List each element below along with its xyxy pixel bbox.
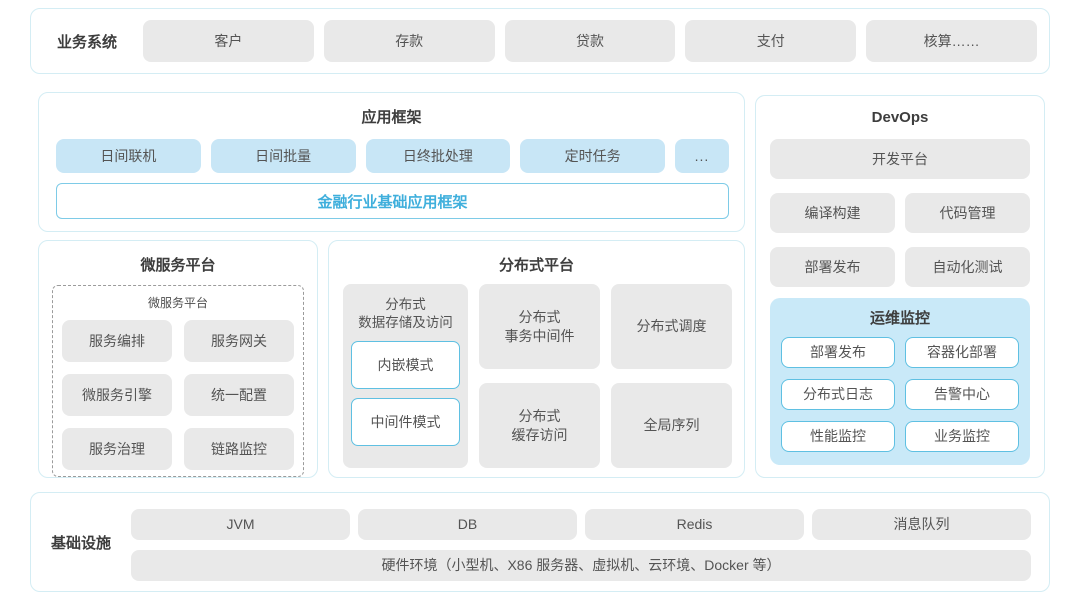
ops-monitoring-title: 运维监控 [869,310,930,327]
distributed-scheduling: 分布式调度 [611,284,732,369]
business-item-loan: 贷款 [504,20,676,62]
financial-foundation-framework: 金融行业基础应用框架 [56,183,729,219]
ms-service-orchestration: 服务编排 [62,320,172,362]
infra-message-queue: 消息队列 [812,509,1031,540]
infra-jvm: JVM [131,509,350,540]
monitor-deploy-release: 部署发布 [781,337,895,368]
microservice-platform-title: 微服务平台 [140,257,216,274]
microservice-platform-panel: 微服务平台 微服务平台 服务编排 服务网关 微服务引擎 统一配置 服务治理 链路… [38,240,318,478]
module-daytime-online: 日间联机 [56,139,201,173]
business-item-customer: 客户 [143,20,314,62]
distributed-platform-title: 分布式平台 [498,257,574,274]
distributed-cache-access: 分布式 缓存访问 [479,383,600,468]
devops-tools-grid: 编译构建 代码管理 部署发布 自动化测试 [770,193,1030,287]
global-sequence: 全局序列 [611,383,732,468]
monitor-container-deploy: 容器化部署 [905,337,1019,368]
ms-microservice-engine: 微服务引擎 [62,374,172,416]
dev-platform: 开发平台 [770,139,1030,179]
infrastructure-row: JVM DB Redis 消息队列 [131,509,1031,540]
microservice-inner-title: 微服务平台 [147,296,208,310]
app-framework-modules-row: 日间联机 日间批量 日终批处理 定时任务 ... [56,139,729,173]
business-systems-row: 客户 存款 贷款 支付 核算…… [143,20,1037,62]
devops-automated-testing: 自动化测试 [905,247,1030,287]
app-framework-panel: 应用框架 日间联机 日间批量 日终批处理 定时任务 ... 金融行业基础应用框架 [38,92,745,232]
ops-monitoring-grid: 部署发布 容器化部署 分布式日志 告警中心 性能监控 业务监控 [781,337,1019,452]
devops-title: DevOps [871,109,929,126]
distributed-platform-panel: 分布式平台 分布式 数据存储及访问 内嵌模式 中间件模式 分布式 事务中间件 分… [328,240,745,478]
infrastructure-stack: JVM DB Redis 消息队列 硬件环境（小型机、X86 服务器、虚拟机、云… [131,509,1031,581]
devops-compile-build: 编译构建 [770,193,895,233]
business-systems-panel: 业务系统 客户 存款 贷款 支付 核算…… [30,8,1050,74]
monitor-business: 业务监控 [905,421,1019,452]
module-eod-batch: 日终批处理 [365,139,511,173]
devops-code-management: 代码管理 [905,193,1030,233]
infra-db: DB [358,509,577,540]
devops-panel: DevOps 开发平台 编译构建 代码管理 部署发布 自动化测试 运维监控 部署… [755,95,1045,478]
microservice-grid: 服务编排 服务网关 微服务引擎 统一配置 服务治理 链路监控 [62,320,294,470]
infrastructure-label: 基础设施 [50,534,111,552]
monitor-performance: 性能监控 [781,421,895,452]
business-item-payment: 支付 [685,20,857,62]
storage-middleware-mode: 中间件模式 [351,398,460,447]
devops-deploy-release: 部署发布 [770,247,895,287]
monitor-alert-center: 告警中心 [905,379,1019,410]
ms-service-governance: 服务治理 [62,428,172,470]
ms-trace-monitoring: 链路监控 [184,428,294,470]
module-more: ... [675,139,729,173]
infrastructure-panel: 基础设施 JVM DB Redis 消息队列 硬件环境（小型机、X86 服务器、… [30,492,1050,592]
ms-service-gateway: 服务网关 [184,320,294,362]
business-item-accounting: 核算…… [866,20,1037,62]
module-scheduled-tasks: 定时任务 [520,139,665,173]
infra-redis: Redis [585,509,804,540]
distributed-grid: 分布式 数据存储及访问 内嵌模式 中间件模式 分布式 事务中间件 分布式调度 分… [343,284,732,468]
business-systems-label: 业务系统 [56,33,117,51]
distributed-transaction-middleware: 分布式 事务中间件 [479,284,600,369]
ops-monitoring-group: 运维监控 部署发布 容器化部署 分布式日志 告警中心 性能监控 业务监控 [770,298,1030,465]
distributed-storage-title: 分布式 数据存储及访问 [358,297,453,331]
business-item-deposit: 存款 [323,20,495,62]
microservice-inner-group: 微服务平台 服务编排 服务网关 微服务引擎 统一配置 服务治理 链路监控 [52,285,304,477]
infra-hardware-environment: 硬件环境（小型机、X86 服务器、虚拟机、云环境、Docker 等） [131,550,1031,581]
ms-unified-config: 统一配置 [184,374,294,416]
monitor-distributed-logs: 分布式日志 [781,379,895,410]
distributed-storage-group: 分布式 数据存储及访问 内嵌模式 中间件模式 [343,284,468,468]
module-daytime-batch: 日间批量 [210,139,356,173]
storage-embedded-mode: 内嵌模式 [351,341,460,390]
app-framework-title: 应用框架 [361,109,422,126]
